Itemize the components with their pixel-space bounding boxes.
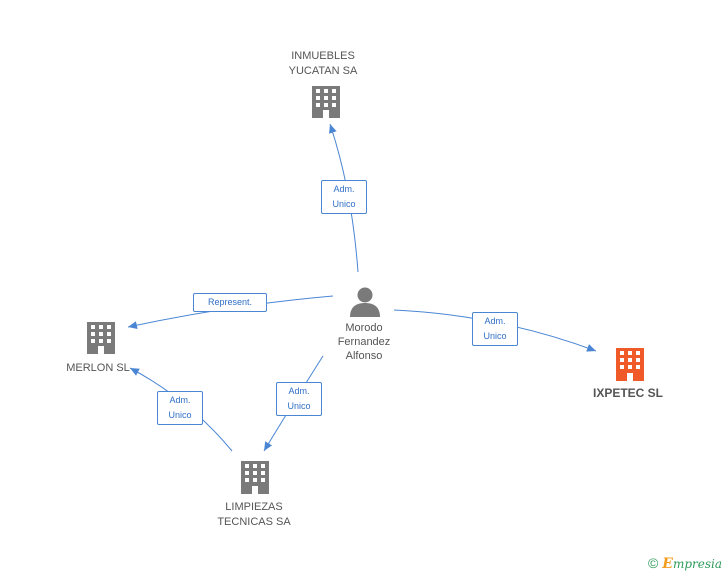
node-label-line: Alfonso: [345, 350, 383, 362]
person-icon[interactable]: [350, 287, 380, 318]
edge-label-line: Adm.: [484, 316, 506, 326]
edge-label-to-limpiezas[interactable]: Adm. Unico: [276, 382, 322, 416]
copyright-icon: ©: [647, 555, 659, 571]
node-label-line: TECNICAS SA: [217, 516, 291, 528]
node-label-morodo[interactable]: Morodo Fernandez Alfonso: [318, 321, 410, 363]
edge-label-line: Unico: [483, 331, 507, 341]
edge-label-limpiezas-to-merlon[interactable]: Adm. Unico: [157, 391, 203, 425]
edge-label-to-merlon[interactable]: Represent.: [193, 293, 267, 312]
edge-label-line: Unico: [332, 199, 356, 209]
node-label-ixpetec[interactable]: IXPETEC SL: [578, 386, 678, 401]
node-label-line: Morodo: [345, 322, 383, 334]
node-label-line: LIMPIEZAS: [225, 501, 283, 513]
edge-label-line: Unico: [287, 401, 311, 411]
edge-label-line: Unico: [168, 410, 192, 420]
edge-label-line: Adm.: [288, 386, 310, 396]
node-label-line: IXPETEC SL: [592, 386, 663, 400]
node-label-line: Fernandez: [337, 336, 391, 348]
building-icon[interactable]: [241, 461, 269, 494]
node-label-inmuebles[interactable]: INMUEBLES YUCATAN SA: [268, 49, 378, 79]
node-label-limpiezas[interactable]: LIMPIEZAS TECNICAS SA: [198, 500, 310, 530]
building-icon[interactable]: [616, 348, 644, 381]
edge-label-line: Represent.: [207, 297, 253, 307]
edge-label-line: Adm.: [169, 395, 191, 405]
node-label-line: MERLON SL: [66, 362, 130, 374]
brand-logo: ©Empresia: [648, 555, 722, 572]
edge-label-line: Adm.: [333, 184, 355, 194]
brand-initial: E: [662, 556, 673, 572]
brand-name: mpresia: [672, 557, 722, 571]
node-label-line: YUCATAN SA: [288, 65, 358, 77]
edge-label-to-ixpetec[interactable]: Adm. Unico: [472, 312, 518, 346]
node-label-merlon[interactable]: MERLON SL: [48, 361, 148, 376]
node-label-line: INMUEBLES: [291, 50, 355, 62]
building-icon[interactable]: [312, 86, 340, 118]
building-icon[interactable]: [87, 322, 115, 354]
edge-label-to-inmuebles[interactable]: Adm. Unico: [321, 180, 367, 214]
